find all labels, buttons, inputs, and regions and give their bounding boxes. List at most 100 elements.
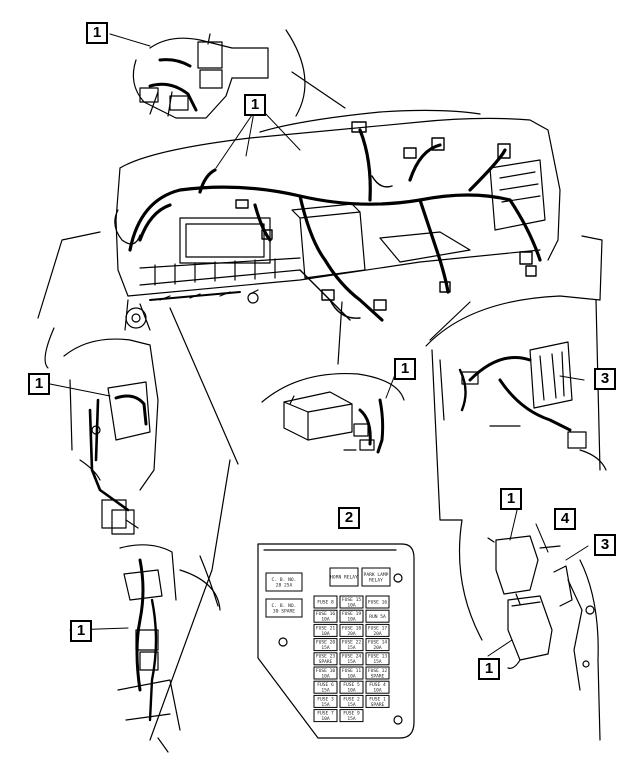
fuse-label: RELAY [369,577,383,583]
fuse-label: FUSE 9 [343,710,360,716]
circuit-breaker: C. B. NO.28 25A [265,572,303,592]
fuse-label: 15A [373,659,382,665]
fuse-label: FUSE 20 [316,639,336,645]
callout-3: 3 [594,534,616,556]
main-harness [128,128,542,322]
fuse-label: C. B. NO. [272,603,297,609]
inset-steering-column [132,33,269,119]
fuse-label: 10A [347,617,356,623]
fuse-label: 28 25A [276,582,293,588]
fuse: FUSE 16 [365,595,390,609]
fuse-label: FUSE 24 [342,654,362,660]
instrument-panel [114,109,561,331]
fuse-label: 15A [347,716,356,722]
fuse-label: C. B. NO. [272,577,297,583]
callout-3: 3 [594,368,616,390]
circuit-breaker: C. B. NO.30 SPARE [265,598,303,618]
fuse-label: FUSE 13 [368,654,388,660]
fuse-label: 15A [321,645,330,651]
fuse-label: 20A [373,631,382,637]
fuse-label: 15A [347,645,356,651]
fuse-label: FUSE 16 [368,600,388,606]
fuse: FUSE 8 [313,595,338,609]
fuse-label: FUSE 2 [343,696,360,702]
fuse-label: FUSE 5 [343,682,360,688]
fuse-label: FUSE 11 [342,668,362,674]
fuse-label: SPARE [319,659,333,665]
inset-left-kick-panel [63,338,159,535]
fuse-label: SPARE [371,702,385,708]
fuse-label: FUSE 10 [316,668,336,674]
relay: HORN RELAY [329,567,359,587]
fuse-label: 15A [321,702,330,708]
fuse-label: FUSE 7 [317,710,334,716]
inset-right-fuse-area [425,295,607,471]
callout-1: 1 [394,358,416,380]
fuse-label: FUSE 12 [368,668,388,674]
callout-1: 1 [244,94,266,116]
inset-left-lower [117,544,181,753]
fuse-label: 15A [321,688,330,694]
fuse-label: FUSE 14 [368,639,388,645]
fuse-label: FUSE 17 [368,625,388,631]
fuse-block-outline [257,543,415,739]
fuse: RUN 5A [365,609,390,623]
inset-center-module [261,372,405,454]
callout-2: 2 [338,507,360,529]
inset-right-relays [487,535,601,741]
fuse-label: 30 SPARE [273,608,295,614]
fuse-label: 15A [347,659,356,665]
fuse-label: 20A [347,631,356,637]
callout-1: 1 [500,488,522,510]
fuse-label: FUSE 21 [316,625,336,631]
fuse-label: 10A [347,602,356,608]
fuse-label: FUSE 23 [316,654,336,660]
fuse-label: FUSE 1 [369,696,386,702]
fuse-label: FUSE 15 [342,597,362,603]
fuse-label: 15A [347,702,356,708]
fuse-label: FUSE 16 [316,611,336,617]
fuse-label: 10A [321,631,330,637]
fuse-label: SPARE [371,673,385,679]
callout-1: 1 [70,620,92,642]
fuse-label: HORN RELAY [330,575,358,581]
fuse-label: FUSE 6 [317,682,334,688]
fuse-label: 10A [321,673,330,679]
fuse-label: 10A [373,688,382,694]
fuse-label: FUSE 22 [342,639,362,645]
fuse-label: FUSE 19 [342,611,362,617]
fuse-label: FUSE 3 [317,696,334,702]
callout-1: 1 [28,373,50,395]
callout-1: 1 [478,658,500,680]
fuse-label: 10A [347,688,356,694]
fuse-label: FUSE 18 [342,625,362,631]
fuse-label: RUN 5A [369,614,386,620]
fuse-label: FUSE 4 [369,682,386,688]
fuse-label: 10A [321,617,330,623]
fuse-label: FUSE 8 [317,600,334,606]
callout-1: 1 [86,22,108,44]
fuse-label: 10A [321,716,330,722]
